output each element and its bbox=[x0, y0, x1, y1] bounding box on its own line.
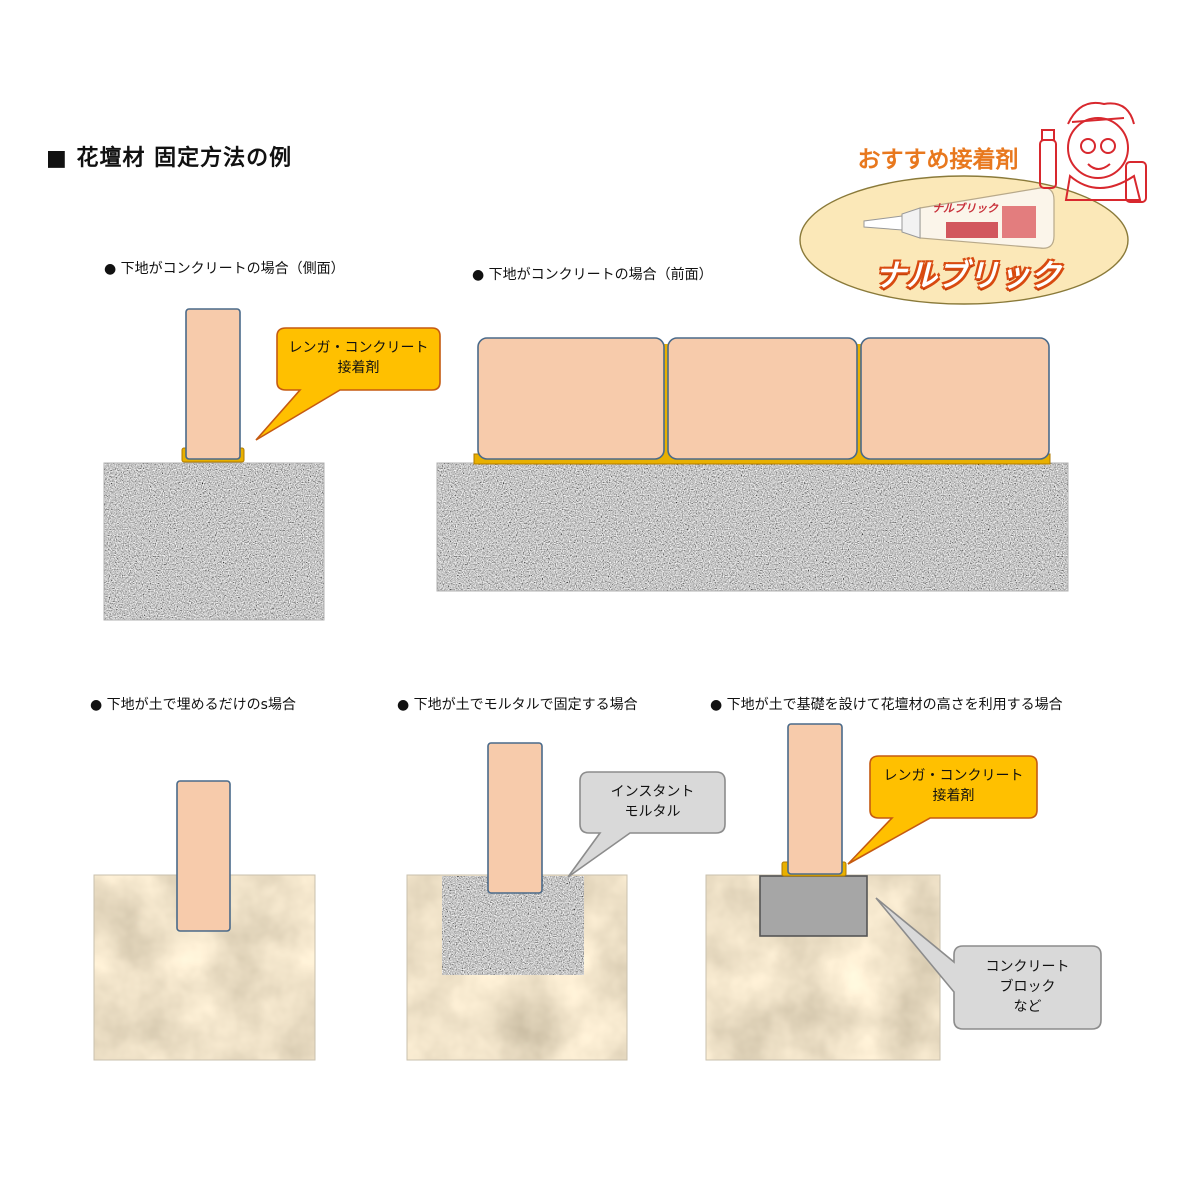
callout-line: レンガ・コンクリート bbox=[288, 340, 429, 356]
concrete-side-example bbox=[103, 308, 441, 621]
caption-soil-mortar: ● 下地が土でモルタルで固定する場合 bbox=[397, 697, 638, 713]
callout-line: ブロック bbox=[999, 979, 1056, 995]
gravel-texture bbox=[104, 463, 324, 620]
callout-block bbox=[875, 897, 1102, 1030]
brick-front-2 bbox=[667, 337, 858, 460]
soil-bury-example bbox=[93, 780, 316, 1061]
adhesive-tube-icon bbox=[863, 187, 1055, 249]
adhesive-joint bbox=[662, 344, 670, 456]
brick-side bbox=[185, 308, 241, 460]
callout-adhesive-2-text: レンガ・コンクリート 接着剤 bbox=[870, 766, 1037, 806]
caption-concrete-front: ● 下地がコンクリートの場合（前面） bbox=[472, 267, 713, 283]
brick-foundation bbox=[787, 723, 843, 875]
callout-line: レンガ・コンクリート bbox=[883, 768, 1024, 784]
promo-heading: おすすめ接着剤 bbox=[857, 147, 1019, 173]
callout-adhesive-1 bbox=[255, 327, 441, 441]
gravel-texture bbox=[437, 463, 1068, 591]
brick-buried bbox=[176, 780, 231, 932]
callout-line: 接着剤 bbox=[932, 788, 975, 804]
callout-mortar-text: インスタント モルタル bbox=[580, 782, 725, 822]
promo-product-name: ナルブリック bbox=[875, 258, 1061, 294]
callout-line: 接着剤 bbox=[337, 360, 380, 376]
promo-badge bbox=[799, 102, 1147, 305]
concrete-front-example bbox=[436, 337, 1069, 592]
mascot-icon bbox=[1039, 102, 1147, 203]
caption-concrete-side: ● 下地がコンクリートの場合（側面） bbox=[104, 261, 345, 277]
brick-front-3 bbox=[860, 337, 1050, 460]
callout-line: コンクリート bbox=[985, 959, 1070, 975]
callout-line: インスタント bbox=[610, 784, 695, 800]
soil-mortar-example bbox=[406, 742, 726, 1061]
callout-adhesive-2 bbox=[847, 755, 1038, 865]
adhesive-joint bbox=[855, 344, 863, 456]
tube-label: ナルブリック bbox=[932, 202, 998, 215]
brick-mortar bbox=[487, 742, 543, 894]
callout-adhesive-1-text: レンガ・コンクリート 接着剤 bbox=[277, 338, 440, 378]
concrete-block bbox=[759, 875, 868, 937]
page-title: ■ 花壇材 固定方法の例 bbox=[46, 146, 293, 171]
soil-foundation-example bbox=[705, 723, 1102, 1061]
callout-mortar bbox=[567, 771, 726, 878]
caption-soil-bury: ● 下地が土で埋めるだけのs場合 bbox=[90, 697, 296, 713]
callout-line: など bbox=[1013, 999, 1042, 1015]
caption-soil-foundation: ● 下地が土で基礎を設けて花壇材の高さを利用する場合 bbox=[710, 697, 1063, 713]
brick-front-1 bbox=[477, 337, 665, 460]
callout-block-text: コンクリート ブロック など bbox=[954, 957, 1101, 1017]
callout-line: モルタル bbox=[624, 804, 681, 820]
